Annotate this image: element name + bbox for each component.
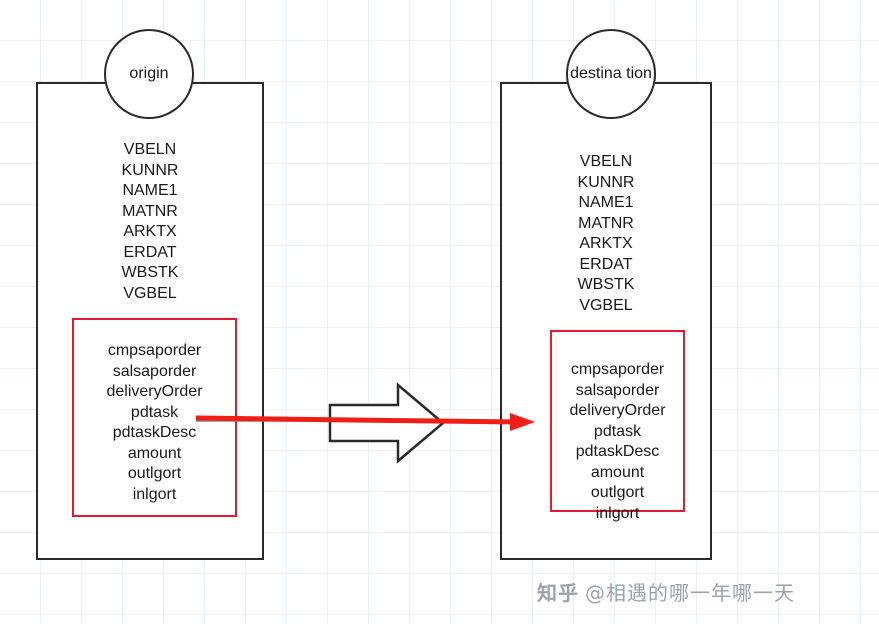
block-arrow-icon xyxy=(328,382,445,464)
origin-field-list: VBELN KUNNR NAME1 MATNR ARKTX ERDAT WBST… xyxy=(121,141,179,302)
origin-highlight-field-list: cmpsaporder salsaporder deliveryOrder pd… xyxy=(106,342,203,503)
watermark: 知乎@相遇的哪一年哪一天 xyxy=(537,577,795,606)
origin-circle-label: origin xyxy=(104,29,194,119)
destination-highlight-box xyxy=(550,330,685,512)
destination-field-list: VBELN KUNNR NAME1 MATNR ARKTX ERDAT WBST… xyxy=(577,153,635,314)
destination-highlight-field-list: cmpsaporder salsaporder deliveryOrder pd… xyxy=(569,361,666,522)
watermark-text: @相遇的哪一年哪一天 xyxy=(585,581,795,605)
destination-circle-label: destina tion xyxy=(566,29,656,119)
destination-entity-box xyxy=(500,82,712,560)
zhihu-logo: 知乎 xyxy=(537,581,579,605)
origin-entity-box xyxy=(36,82,264,560)
